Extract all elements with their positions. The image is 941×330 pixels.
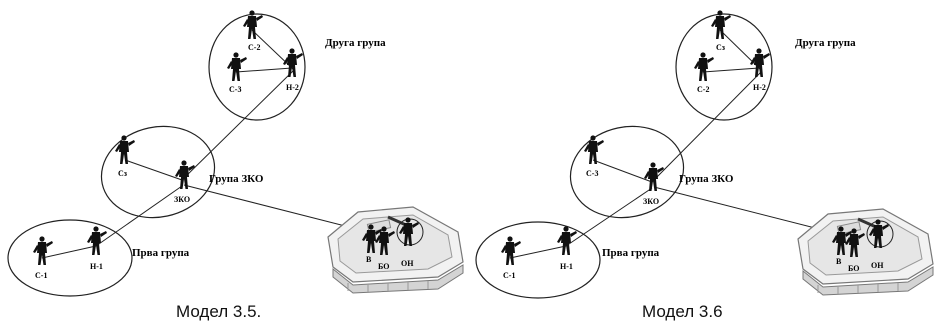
soldier-icon — [175, 160, 195, 189]
group-zko-ellipse — [569, 125, 685, 219]
member-label: С-2 — [697, 85, 709, 94]
link-c2-n2 — [251, 29, 295, 71]
member-label: С-1 — [503, 271, 515, 280]
soldier-icon — [227, 52, 247, 81]
soldier-icon — [584, 135, 604, 164]
member-label: С-3 — [586, 169, 598, 178]
diagram-model-3-6: Сз С-2 Н-2 С-3 ЗКО С-1 Н-1 Друга група Г… — [475, 10, 935, 299]
link-c3-zko — [592, 159, 653, 183]
link-c2-n2 — [702, 67, 760, 73]
member-label: С-2 — [248, 43, 260, 52]
group-title: Група ЗКО — [679, 173, 734, 185]
crew-label: ОН — [401, 259, 414, 268]
member-label: С-3 — [229, 85, 241, 94]
soldier-icon — [283, 48, 303, 77]
link-zko-n2 — [181, 69, 295, 181]
soldier-icon — [501, 236, 521, 265]
group-second-ellipse — [208, 13, 306, 121]
group-title: Прва група — [132, 247, 190, 259]
diagram-model-3-5: С-2 С-3 Н-2 Сз ЗКО С-1 Н-1 Друга група Г… — [7, 10, 465, 297]
member-label: ЗКО — [174, 195, 190, 204]
member-label: С-1 — [35, 271, 47, 280]
member-label: Сз — [118, 169, 128, 178]
member-label: Н-1 — [90, 262, 103, 271]
soldier-icon — [694, 52, 714, 81]
member-label: Н-1 — [560, 262, 573, 271]
caption-model-3-5: Модел 3.5. — [176, 302, 262, 321]
group-title: Прва група — [602, 247, 660, 259]
group-title: Група ЗКО — [209, 173, 264, 185]
group-second-ellipse — [675, 13, 773, 121]
link-zko-n2 — [651, 71, 762, 183]
crew-label: ОН — [871, 261, 884, 270]
group-first-ellipse — [7, 219, 133, 297]
crew-label: БО — [848, 264, 859, 273]
vehicle-illustration: В БО ОН — [796, 207, 935, 297]
member-label: Н-2 — [753, 83, 766, 92]
group-zko-ellipse — [100, 125, 216, 219]
vehicle-illustration: В БО ОН — [326, 205, 465, 295]
crew-label: В — [366, 255, 372, 264]
link-c1-n1 — [509, 245, 567, 259]
soldier-icon — [750, 48, 770, 77]
soldier-icon — [644, 162, 664, 191]
member-label: ЗКО — [643, 197, 659, 206]
link-c1-n1 — [41, 245, 97, 259]
group-first-ellipse — [475, 221, 601, 299]
group-title: Друга група — [795, 37, 856, 49]
caption-model-3-6: Модел 3.6 — [642, 302, 723, 321]
soldier-icon — [33, 236, 53, 265]
member-label: Сз — [716, 43, 726, 52]
link-c3-n2 — [235, 67, 293, 73]
crew-label: БО — [378, 262, 389, 271]
group-title: Друга група — [325, 37, 386, 49]
soldier-icon — [115, 135, 135, 164]
link-sz-zko — [124, 159, 183, 181]
member-label: Н-2 — [286, 83, 299, 92]
crew-label: В — [836, 257, 842, 266]
